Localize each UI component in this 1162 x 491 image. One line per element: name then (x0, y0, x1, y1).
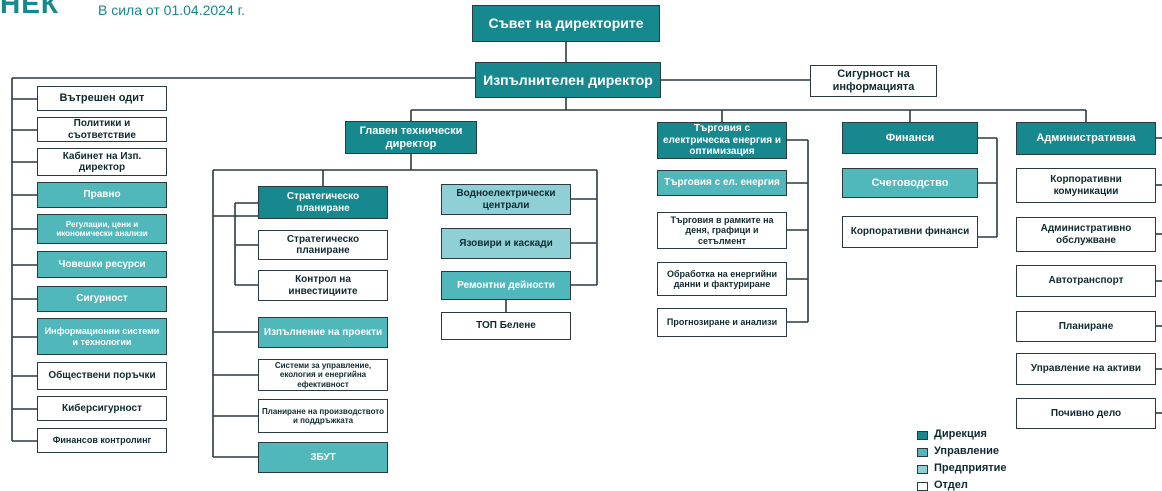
administrative-services: Административно обслужване (1016, 217, 1156, 252)
electricity-trading-directorate: Търговия с електрическа енергия и оптими… (657, 122, 787, 159)
investment-control: Контрол на инвестициите (258, 270, 388, 301)
internal-audit: Вътрешен одит (37, 86, 167, 111)
company-logo: НЕК (0, 0, 59, 19)
legend-label-enterprise: Предприятие (934, 462, 1007, 474)
motor-transport: Автотранспорт (1016, 265, 1156, 297)
legal: Правно (37, 182, 167, 208)
planning: Планиране (1016, 311, 1156, 342)
dams-and-cascades: Язовири и каскади (441, 228, 571, 259)
corporate-communications: Корпоративни комуникации (1016, 168, 1156, 203)
ceo-cabinet: Кабинет на Изп. директор (37, 148, 167, 176)
finance-directorate: Финанси (842, 122, 978, 154)
energy-data-processing: Обработка на енергийни данни и фактурира… (657, 262, 787, 296)
hydro-power-plants: Водноелектрически централи (441, 184, 571, 215)
legend-swatch-enterprise (917, 465, 928, 474)
information-systems: Информационни системи и технологии (37, 318, 167, 355)
regulation-prices-analysis: Регулации, цени и икономически анализи (37, 214, 167, 244)
policies-and-compliance: Политики и съответствие (37, 117, 167, 142)
cybersecurity: Киберсигурност (37, 396, 167, 421)
top-belene: ТОП Белене (441, 312, 571, 340)
public-procurement: Обществени поръчки (37, 362, 167, 390)
strategic-planning-management: Стратегическо планиране (258, 186, 388, 219)
forecasting-and-analysis: Прогнозиране и анализи (657, 308, 787, 337)
legend-swatch-department (917, 482, 928, 491)
executive-director: Изпълнителен директор (475, 62, 661, 98)
strategic-planning-dept: Стратегическо планиране (258, 230, 388, 260)
recreation-services: Почивно дело (1016, 398, 1156, 429)
project-execution: Изпълнение на проекти (258, 317, 388, 348)
effective-date: В сила от 01.04.2024 г. (98, 2, 245, 18)
chief-technical-director: Главен технически директор (345, 121, 477, 154)
legend-swatch-management (917, 448, 928, 457)
administrative-directorate: Административна (1016, 122, 1156, 155)
legend-label-department: Отдел (934, 479, 968, 491)
electricity-trading: Търговия с ел. енергия (657, 170, 787, 196)
financial-controlling: Финансов контролинг (37, 428, 167, 453)
production-planning: Планиране на производството и поддръжкат… (258, 399, 388, 433)
security: Сигурност (37, 286, 167, 312)
repair-activities: Ремонтни дейности (441, 271, 571, 300)
management-systems: Системи за управление, екология и енерги… (258, 359, 388, 391)
human-resources: Човешки ресурси (37, 251, 167, 278)
accounting: Счетоводство (842, 168, 978, 198)
asset-management: Управление на активи (1016, 353, 1156, 385)
zbut: ЗБУТ (258, 442, 388, 473)
intraday-trading: Търговия в рамките на деня, графици и се… (657, 212, 787, 249)
legend-label-management: Управление (934, 445, 1000, 457)
corporate-finance: Корпоративни финанси (842, 216, 978, 248)
information-security: Сигурност на информацията (810, 65, 937, 97)
legend-label-directorate: Дирекция (934, 428, 987, 440)
legend-swatch-directorate (917, 431, 928, 440)
board-of-directors: Съвет на директорите (472, 5, 660, 42)
